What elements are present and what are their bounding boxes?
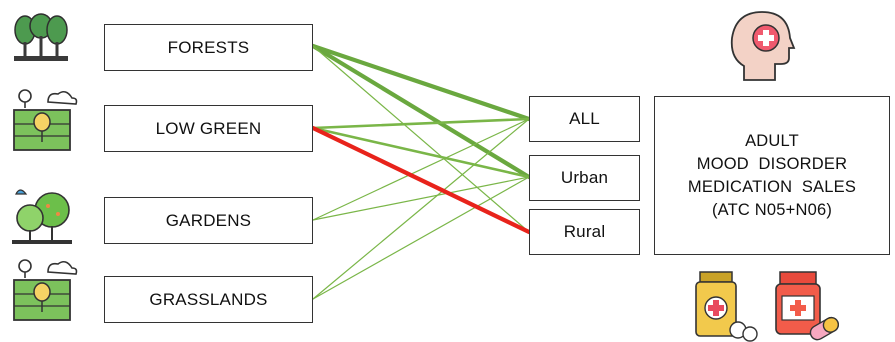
- group-urban: Urban: [529, 155, 640, 201]
- link-gardens-all: [312, 118, 530, 221]
- group-label: Rural: [563, 222, 606, 241]
- group-rural: Rural: [529, 209, 640, 255]
- outcome-line: MEDICATION SALES: [687, 177, 857, 196]
- group-label: ALL: [569, 109, 600, 128]
- exposure-label: GRASSLANDS: [149, 289, 268, 309]
- outcome-line: (ATC N05+N06): [711, 200, 833, 219]
- link-low-green-rural: [310, 125, 532, 235]
- link-low-green-urban: [311, 126, 531, 179]
- exposure-gardens: GARDENS: [104, 197, 313, 244]
- link-gardens-urban: [312, 176, 530, 221]
- outcome-line: ADULT: [745, 131, 799, 150]
- link-grasslands-urban: [312, 176, 530, 300]
- exposure-grasslands: GRASSLANDS: [104, 276, 313, 323]
- link-forests-rural: [312, 45, 530, 233]
- link-forests-urban: [310, 43, 532, 180]
- exposure-forests: FORESTS: [104, 24, 313, 71]
- exposure-label: GARDENS: [165, 210, 252, 230]
- link-grasslands-all: [312, 118, 530, 300]
- exposure-label: FORESTS: [167, 37, 250, 57]
- exposure-label: LOW GREEN: [155, 118, 262, 138]
- group-all: ALL: [529, 96, 640, 142]
- group-label: Urban: [560, 168, 609, 187]
- outcome-line: MOOD DISORDER: [696, 154, 848, 173]
- exposure-low-green: LOW GREEN: [104, 105, 313, 152]
- outcome-box: ADULT MOOD DISORDER MEDICATION SALES (AT…: [654, 96, 890, 255]
- link-forests-all: [310, 43, 532, 122]
- link-low-green-all: [311, 117, 531, 130]
